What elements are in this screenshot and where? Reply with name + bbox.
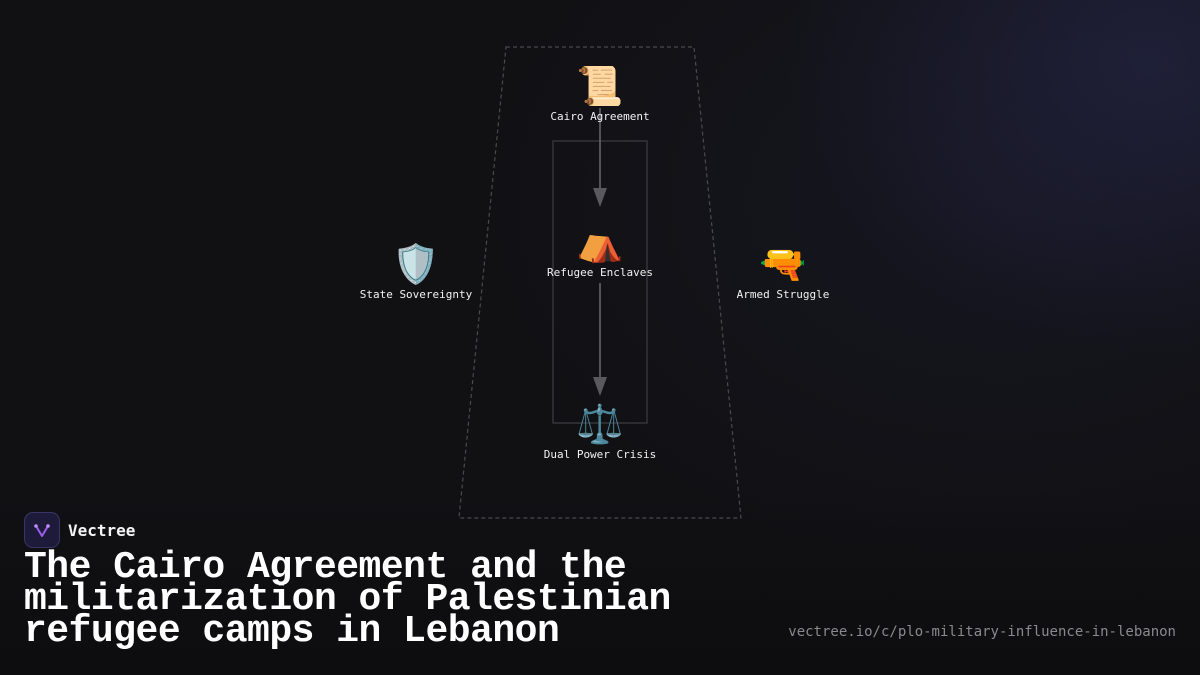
pistol-icon: 🔫 <box>759 242 807 286</box>
tent-icon: ⛺ <box>576 220 624 264</box>
vectree-logo-mark <box>34 524 50 537</box>
node-label: Refugee Enclaves <box>547 266 653 279</box>
shield-icon: 🛡️ <box>392 242 440 286</box>
node-state-sovereignty: 🛡️ State Sovereignty <box>336 242 496 301</box>
node-armed-struggle: 🔫 Armed Struggle <box>703 242 863 301</box>
arrowhead-enclaves-to-crisis <box>593 377 607 396</box>
node-refugee-enclaves: ⛺ Refugee Enclaves <box>520 220 680 279</box>
brand-name: Vectree <box>68 520 136 540</box>
scales-icon: ⚖️ <box>576 402 624 446</box>
scroll-icon: 📜 <box>576 64 624 108</box>
source-url[interactable]: vectree.io/c/plo-military-influence-in-l… <box>788 624 1176 640</box>
page-title: The Cairo Agreement and the militarizati… <box>24 546 671 653</box>
brand[interactable]: Vectree <box>24 512 135 548</box>
node-cairo-agreement: 📜 Cairo Agreement <box>520 64 680 123</box>
node-dual-power-crisis: ⚖️ Dual Power Crisis <box>520 402 680 461</box>
node-label: State Sovereignty <box>359 288 473 301</box>
node-label: Dual Power Crisis <box>543 448 657 461</box>
node-label: Armed Struggle <box>736 288 830 301</box>
arrowhead-cairo-to-enclaves <box>593 188 607 207</box>
vectree-logo-icon <box>24 512 60 548</box>
node-label: Cairo Agreement <box>550 110 650 123</box>
outer-dashed-frame <box>458 46 742 519</box>
bottom-fade <box>0 495 1200 675</box>
